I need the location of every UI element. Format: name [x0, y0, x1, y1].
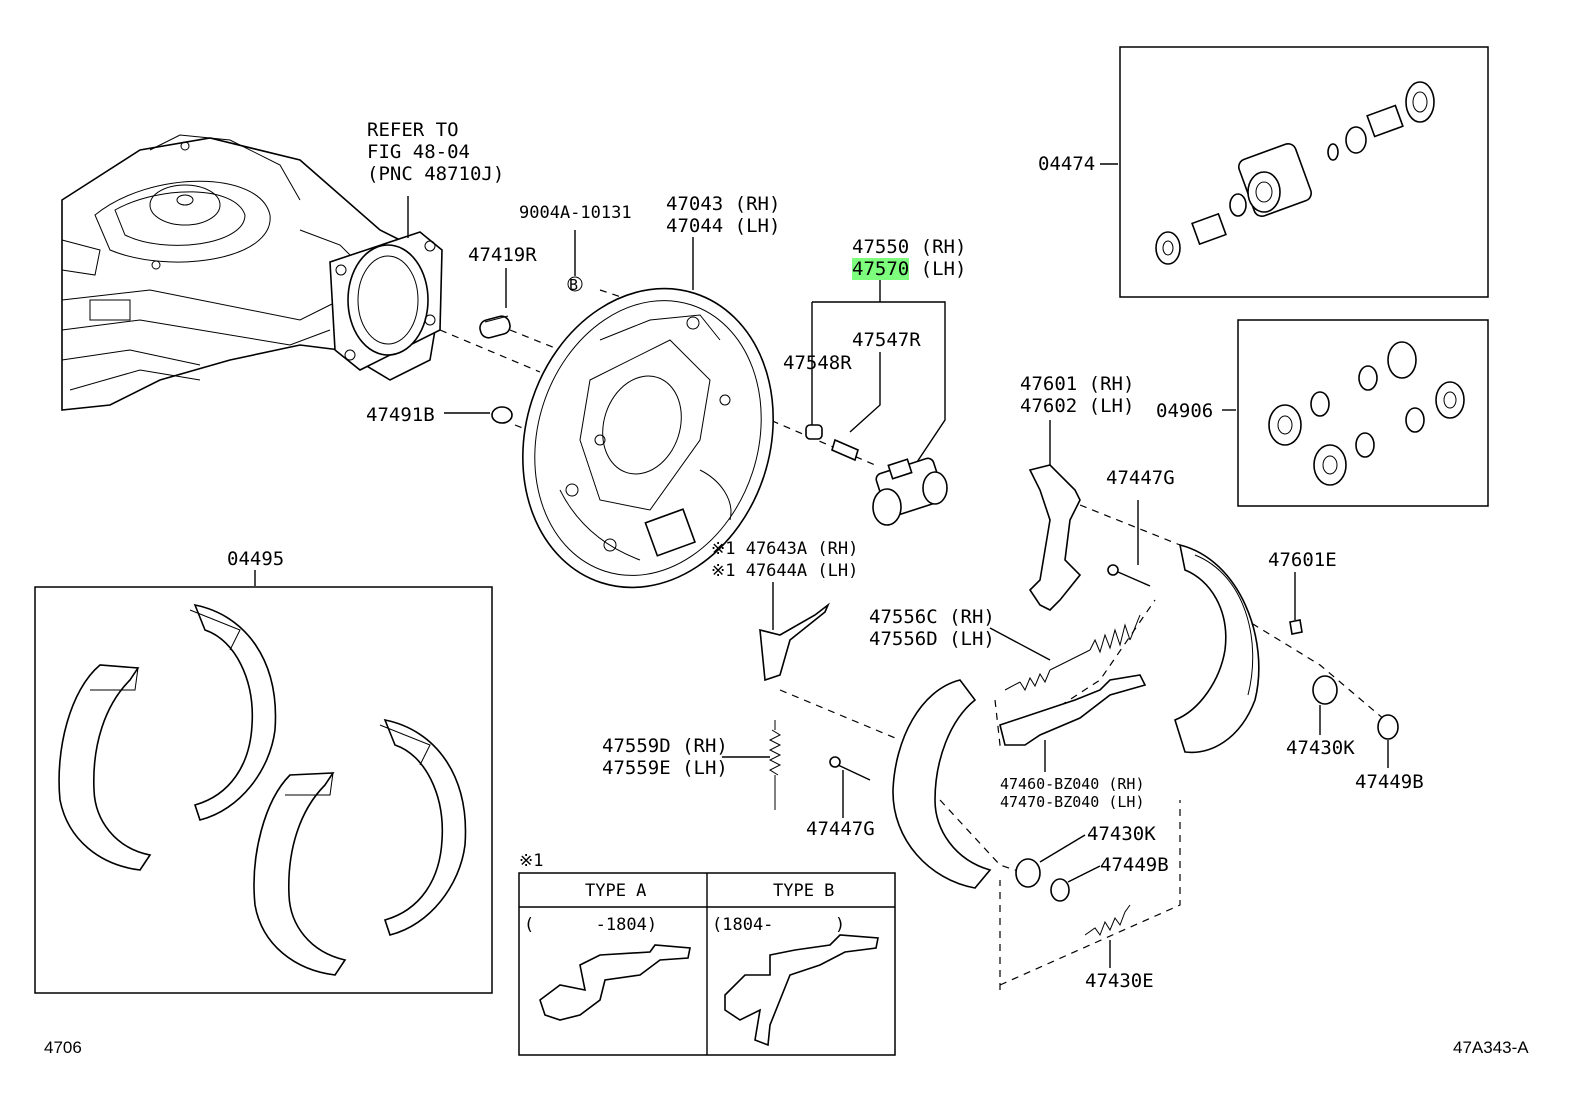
label-47559d: 47559D (RH) [602, 735, 728, 757]
brake-shoe-right [1174, 543, 1260, 754]
adjuster-47460 [999, 674, 1147, 746]
refer-line-2: FIG 48-04 [367, 141, 470, 163]
label-47449b-right: 47449B [1355, 771, 1424, 793]
spring-47556c [1004, 614, 1141, 692]
kit-04495-shoes [58, 603, 467, 976]
label-47556c: 47556C (RH) [869, 606, 995, 628]
label-47447g-bottom: 47447G [806, 818, 875, 840]
label-47570-side: (LH) [909, 258, 967, 280]
type-a-strut [539, 944, 691, 1021]
label-47430e: 47430E [1085, 970, 1154, 992]
label-04906: 04906 [1156, 400, 1214, 422]
label-47430k-right: 47430K [1286, 737, 1355, 759]
label-47601e: 47601E [1268, 549, 1337, 571]
label-47447g-top: 47447G [1106, 467, 1175, 489]
refer-line-3: (PNC 48710J) [367, 163, 505, 185]
label-47043: 47043 (RH) [666, 193, 781, 215]
axle-housing [61, 134, 443, 411]
type-b-header: TYPE B [773, 881, 835, 901]
footer-left-code: 4706 [44, 1038, 82, 1057]
label-47644a: ※1 47644A (LH) [711, 561, 859, 581]
kit-04495-box [34, 586, 493, 994]
type-table-note: ※1 [519, 851, 544, 871]
label-47491b: 47491B [366, 404, 435, 426]
label-47643a: ※1 47643A (RH) [711, 539, 859, 559]
label-47449b-mid: 47449B [1100, 854, 1169, 876]
kit-04906-parts [1268, 341, 1465, 486]
plug-47491b [491, 406, 513, 424]
label-47470: 47470-BZ040 (LH) [1000, 793, 1145, 811]
kit-04474-parts [1155, 81, 1435, 265]
label-47460: 47460-BZ040 (RH) [1000, 775, 1145, 793]
kit-04906-box [1237, 319, 1489, 507]
label-47550: 47550 (RH) [852, 236, 967, 258]
bleeder-screw [831, 438, 859, 462]
brake-shoe-left [892, 679, 992, 889]
spring-47559d [768, 720, 782, 810]
label-04474: 04474 [1038, 153, 1096, 175]
label-9004a-10131: 9004A-10131 [519, 203, 632, 223]
spring-47430k-mid [1015, 858, 1041, 888]
type-a-header: TYPE A [585, 881, 647, 901]
label-47570-highlight: 47570 [852, 258, 910, 280]
plug-47419r [479, 315, 511, 339]
clip-47601e [1289, 619, 1303, 635]
pin-47447g-bottom [829, 756, 871, 781]
pin-47447g-top [1107, 564, 1151, 587]
spring-47430k-right [1312, 675, 1338, 705]
parking-lever [1028, 464, 1082, 611]
strut-47643a [759, 602, 830, 682]
bleeder-cap [805, 424, 823, 440]
label-47419r: 47419R [468, 244, 537, 266]
footer-right-code: 47A343-A [1453, 1038, 1529, 1057]
cup-47449b-mid [1050, 878, 1070, 902]
label-47044: 47044 (LH) [666, 215, 781, 237]
type-a-range: ( -1804) [524, 915, 658, 935]
label-47559e: 47559E (LH) [602, 757, 728, 779]
label-04495: 04495 [227, 548, 285, 570]
label-47570: 47570 (LH) [852, 258, 966, 280]
label-47430k-mid: 47430K [1087, 823, 1156, 845]
label-47556d: 47556D (LH) [869, 628, 995, 650]
label-47547r: 47547R [852, 329, 921, 351]
kit-04474-box [1119, 46, 1489, 298]
label-47548r: 47548R [783, 352, 852, 374]
cup-47449b-right [1377, 714, 1399, 740]
type-b-range: (1804- ) [712, 915, 846, 935]
backing-plate [522, 287, 774, 589]
refer-line-1: REFER TO [367, 119, 459, 141]
spring-47430e [1084, 904, 1131, 937]
b-marker: B [569, 276, 579, 294]
wheel-cylinder [872, 457, 948, 526]
type-b-strut [724, 934, 879, 1047]
label-47602: 47602 (LH) [1020, 395, 1135, 417]
label-47601: 47601 (RH) [1020, 373, 1135, 395]
